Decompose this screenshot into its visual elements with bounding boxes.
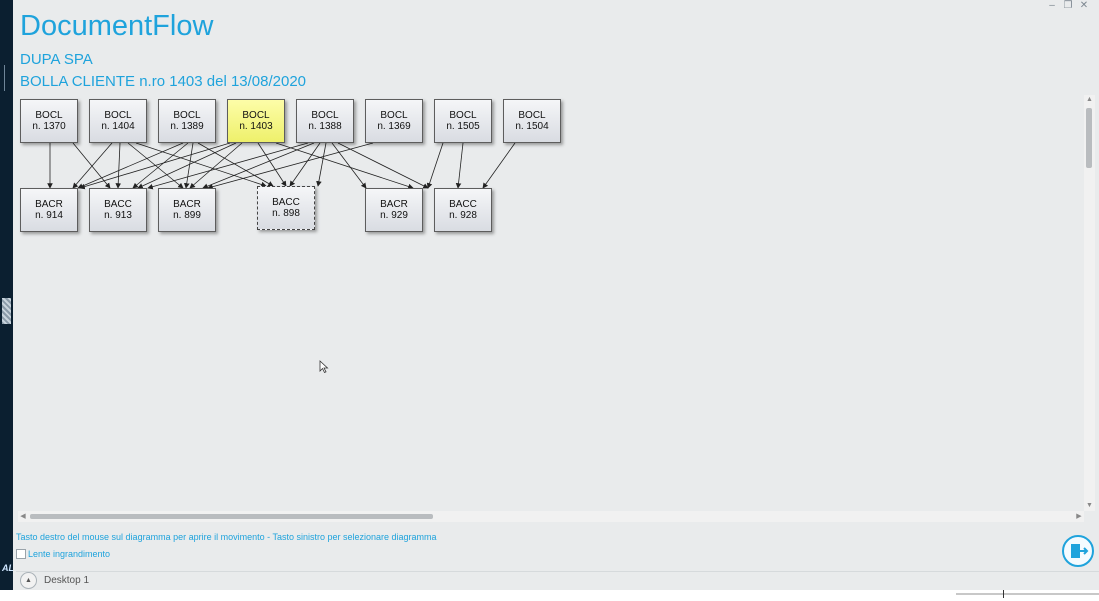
flow-connector-arrow bbox=[183, 142, 194, 189]
flow-node-bacr-899[interactable]: BACR n. 899 bbox=[158, 188, 216, 232]
node-type: BOCL bbox=[35, 110, 63, 121]
node-type: BACC bbox=[449, 199, 477, 210]
node-number: n. 913 bbox=[104, 210, 132, 221]
flow-diagram[interactable]: BOCL n. 1370 BOCL n. 1404 BOCL n. 1389 B… bbox=[18, 95, 1085, 509]
bottom-slider-track[interactable] bbox=[956, 593, 1099, 595]
flow-node-bacr-914[interactable]: BACR n. 914 bbox=[20, 188, 78, 232]
flow-connector-arrow bbox=[77, 142, 184, 189]
node-number: n. 1403 bbox=[239, 121, 273, 132]
flow-node-bocl-1369[interactable]: BOCL n. 1369 bbox=[365, 99, 423, 143]
flow-connector-arrow bbox=[207, 142, 374, 190]
node-type: BACC bbox=[272, 197, 300, 208]
node-type: BOCL bbox=[173, 110, 201, 121]
flow-connector-arrow bbox=[257, 142, 287, 187]
flow-connector-arrow bbox=[426, 142, 444, 189]
flow-connector-arrow bbox=[72, 142, 113, 189]
diagram-hint: Tasto destro del mouse sul diagramma per… bbox=[16, 532, 437, 542]
flow-connector-arrow bbox=[137, 142, 237, 189]
strip-label: AL bbox=[2, 563, 14, 573]
flow-connector-arrow bbox=[316, 142, 327, 187]
bottom-status-bar bbox=[0, 590, 1099, 601]
window-controls: – ❐ ✕ bbox=[1045, 0, 1091, 12]
flow-node-bocl-1404[interactable]: BOCL n. 1404 bbox=[89, 99, 147, 143]
node-number: n. 898 bbox=[272, 208, 300, 219]
company-name: DUPA SPA bbox=[20, 51, 93, 68]
restore-icon[interactable]: ❐ bbox=[1063, 0, 1073, 11]
flow-node-bacc-928[interactable]: BACC n. 928 bbox=[434, 188, 492, 232]
node-number: n. 914 bbox=[35, 210, 63, 221]
node-type: BOCL bbox=[518, 110, 546, 121]
node-number: n. 1389 bbox=[170, 121, 204, 132]
node-type: BOCL bbox=[380, 110, 408, 121]
magnifier-checkbox[interactable] bbox=[16, 549, 26, 559]
scroll-right-icon[interactable]: ▶ bbox=[1076, 513, 1082, 520]
scroll-left-icon[interactable]: ◀ bbox=[20, 513, 26, 520]
flow-node-bocl-1505[interactable]: BOCL n. 1505 bbox=[434, 99, 492, 143]
flow-connector-arrow bbox=[79, 142, 231, 190]
flow-connector-arrow bbox=[132, 142, 189, 189]
node-number: n. 929 bbox=[380, 210, 408, 221]
flow-connector-arrow bbox=[147, 142, 309, 190]
scroll-up-icon[interactable]: ▲ bbox=[1086, 96, 1093, 103]
desktop-label: Desktop 1 bbox=[44, 575, 90, 586]
node-type: BOCL bbox=[449, 110, 477, 121]
flow-connector-arrow bbox=[331, 142, 367, 189]
flow-connector-arrow bbox=[135, 142, 267, 188]
flow-connector-arrow bbox=[189, 142, 243, 189]
exit-door-icon bbox=[1071, 544, 1089, 558]
flow-connector-arrow bbox=[482, 142, 516, 189]
document-flow-window: DocumentFlow DUPA SPA BOLLA CLIENTE n.ro… bbox=[13, 0, 1099, 601]
flow-connector-arrow bbox=[115, 142, 122, 189]
node-number: n. 928 bbox=[449, 210, 477, 221]
node-number: n. 1505 bbox=[446, 121, 480, 132]
strip-tick bbox=[4, 65, 5, 91]
node-number: n. 1404 bbox=[101, 121, 135, 132]
flow-connector-arrow bbox=[289, 142, 321, 187]
connector-layer bbox=[47, 142, 516, 190]
node-type: BOCL bbox=[104, 110, 132, 121]
footer-divider bbox=[16, 571, 1099, 572]
node-type: BOCL bbox=[311, 110, 339, 121]
magnifier-label: Lente ingrandimento bbox=[28, 549, 111, 559]
exit-button[interactable] bbox=[1062, 535, 1094, 567]
scroll-down-icon[interactable]: ▼ bbox=[1086, 502, 1093, 509]
flow-connector-arrow bbox=[337, 142, 429, 189]
desktop-toggle-icon[interactable]: ▲ bbox=[20, 572, 37, 589]
flow-connector-arrow bbox=[202, 142, 315, 189]
flow-connector-arrow bbox=[275, 142, 414, 190]
node-type: BACR bbox=[380, 199, 408, 210]
flow-node-bocl-1389[interactable]: BOCL n. 1389 bbox=[158, 99, 216, 143]
mouse-pointer-icon bbox=[319, 360, 329, 374]
vertical-scroll-thumb[interactable] bbox=[1086, 108, 1092, 168]
node-type: BACC bbox=[104, 199, 132, 210]
horizontal-scrollbar[interactable]: ◀ ▶ bbox=[18, 511, 1084, 522]
vertical-scrollbar[interactable]: ▲ ▼ bbox=[1084, 95, 1095, 511]
node-type: BOCL bbox=[242, 110, 270, 121]
node-number: n. 899 bbox=[173, 210, 201, 221]
flow-node-bacc-913[interactable]: BACC n. 913 bbox=[89, 188, 147, 232]
magnifier-option[interactable]: Lente ingrandimento bbox=[16, 549, 110, 559]
flow-node-bocl-1504[interactable]: BOCL n. 1504 bbox=[503, 99, 561, 143]
strip-grip[interactable] bbox=[2, 298, 11, 324]
flow-node-bocl-1388[interactable]: BOCL n. 1388 bbox=[296, 99, 354, 143]
flow-node-bocl-1403-selected[interactable]: BOCL n. 1403 bbox=[227, 99, 285, 143]
node-type: BACR bbox=[173, 199, 201, 210]
flow-connector-arrow bbox=[197, 142, 274, 187]
flow-node-bocl-1370[interactable]: BOCL n. 1370 bbox=[20, 99, 78, 143]
bottom-slider-marker[interactable] bbox=[1003, 590, 1004, 598]
flow-node-bacc-898[interactable]: BACC n. 898 bbox=[257, 186, 315, 230]
left-edge-strip: AL bbox=[0, 0, 14, 601]
app-title: DocumentFlow bbox=[20, 10, 214, 42]
close-icon[interactable]: ✕ bbox=[1079, 0, 1089, 11]
document-title: BOLLA CLIENTE n.ro 1403 del 13/08/2020 bbox=[20, 73, 307, 90]
node-number: n. 1504 bbox=[515, 121, 549, 132]
flow-node-bacr-929[interactable]: BACR n. 929 bbox=[365, 188, 423, 232]
node-number: n. 1388 bbox=[308, 121, 342, 132]
node-type: BACR bbox=[35, 199, 63, 210]
flow-connector-arrow bbox=[455, 142, 464, 189]
node-number: n. 1370 bbox=[32, 121, 66, 132]
node-number: n. 1369 bbox=[377, 121, 411, 132]
horizontal-scroll-thumb[interactable] bbox=[30, 514, 433, 519]
minimize-icon[interactable]: – bbox=[1049, 0, 1055, 11]
